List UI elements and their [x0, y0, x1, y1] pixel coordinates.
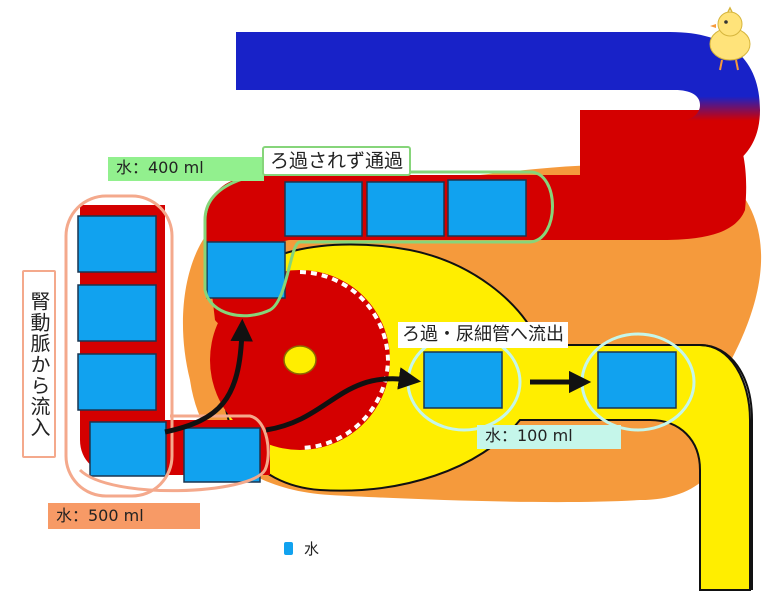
inflow-outline-bottom — [78, 414, 270, 493]
water-100-label: 水：100 ml — [477, 425, 621, 449]
water-block-icon — [77, 353, 157, 411]
water-block-icon — [89, 421, 167, 477]
water-block-icon — [423, 351, 503, 409]
efferent-vessel-bend — [236, 32, 760, 175]
filtered-label: ろ過・尿細管へ流出 — [398, 322, 568, 348]
glomerular-membrane — [299, 270, 391, 450]
glomerulus-core — [283, 345, 317, 375]
water-blocks-bypass — [206, 179, 527, 299]
water-block-icon — [206, 241, 286, 299]
bypass-label: ろ過されず通過 — [262, 146, 412, 176]
water-block-icon — [366, 181, 445, 237]
water-block-icon — [183, 427, 261, 483]
water-legend-icon — [284, 542, 293, 555]
water-block-icon — [77, 215, 157, 273]
water-block-icon — [284, 181, 363, 237]
water-block-icon — [447, 179, 527, 237]
water-400-label: 水：400 ml — [108, 157, 264, 181]
inflow-label: 腎動脈から流入 — [22, 270, 56, 458]
arrow-icon — [164, 318, 253, 435]
chick-icon — [709, 6, 751, 71]
water-block-icon — [77, 284, 157, 342]
water-blocks-filtered — [423, 351, 677, 409]
tubule-wall — [520, 344, 753, 590]
legend-water-label: 水 — [304, 540, 320, 558]
water-blocks-afferent — [77, 215, 261, 483]
afferent-outline — [64, 194, 174, 498]
water-block-icon — [597, 351, 677, 409]
arrow-icon — [265, 367, 422, 433]
water-500-label: 水：500 ml — [48, 503, 200, 529]
